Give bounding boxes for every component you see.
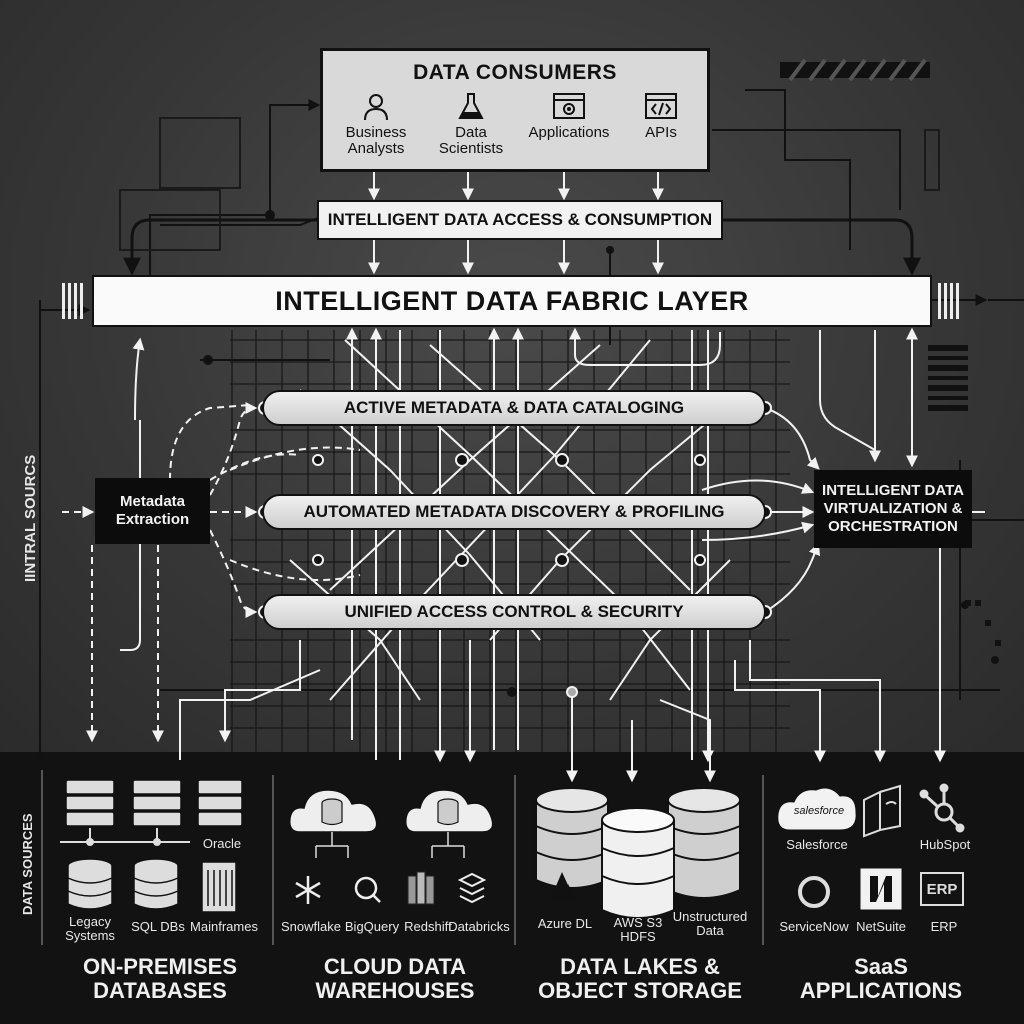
group-title-line2: DATABASES [93,978,227,1003]
consumer-to-access-lines [368,172,664,201]
access-to-fabric-lines [368,240,664,275]
group-title-line2: OBJECT STORAGE [538,978,742,1003]
source-label-mainframes: Mainframes [190,919,258,934]
source-label-legacy: Legacy Systems [65,914,115,943]
erp-logo: ERP [920,872,964,906]
service-access-control: UNIFIED ACCESS CONTROL & SECURITY [262,594,766,630]
consumer-business-analysts: Business Analysts [331,91,421,157]
source-label-oracle: Oracle [202,836,242,851]
source-dividers [41,770,764,945]
intelligent-data-access-layer: INTELLIGENT DATA ACCESS & CONSUMPTION [317,200,723,240]
source-label-servicenow: ServiceNow [779,919,849,934]
salesforce-logo-text: salesforce [793,805,845,817]
consumer-label: Data Scientists [438,124,504,157]
service-active-metadata: ACTIVE METADATA & DATA CATALOGING [262,390,766,426]
consumer-label: Business Analysts [345,124,407,157]
data-consumers-panel: DATA CONSUMERS Business Analysts Data Sc… [320,48,710,172]
data-virtualization-box: INTELLIGENT DATA VIRTUALIZATION & ORCHES… [814,470,972,548]
app-window-icon [553,93,585,119]
source-label-erp: ERP [930,919,958,934]
source-label-hubspot: HubSpot [919,837,971,852]
circuit-nodes [203,210,999,697]
side-label-upper: IINTRAL SOURCS [22,454,39,582]
group-title-line1: DATA LAKES & [560,954,720,979]
group-title-line2: APPLICATIONS [799,978,963,1003]
consumer-apis: APIs [616,91,706,141]
person-icon [364,94,388,121]
source-label-redshift: Redshift [404,919,452,934]
group-title-line1: CLOUD DATA [323,954,467,979]
hatched-bar-stripes [788,58,927,82]
group-title-line1: ON-PREMISES [82,954,238,979]
metadata-extraction-box: Metadata Extraction [95,478,210,544]
source-label-netsuite: NetSuite [856,919,906,934]
circuit-lines [39,89,1024,760]
source-label-unstructured: Unstructured Data [672,909,748,938]
consumer-applications: Applications [519,91,619,141]
consumer-label: APIs [645,124,677,141]
source-label-salesforce: Salesforce [786,837,848,852]
code-icon [645,93,677,119]
group-title-line1: SaaS [854,954,908,979]
source-label-databricks: Databricks [448,919,510,934]
source-label-bigquery: BigQuery [344,919,400,934]
barcode-panel [928,345,968,411]
metadata-dashed-lines [62,402,361,743]
source-label-snowflake: Snowflake [281,919,341,934]
service-metadata-discovery: AUTOMATED METADATA DISCOVERY & PROFILING [262,494,766,530]
side-dots [965,600,1001,646]
data-consumers-title: DATA CONSUMERS [413,61,617,84]
group-title-line2: WAREHOUSES [315,978,475,1003]
source-group-title-saas: SaaS APPLICATIONS [776,955,986,1003]
source-label-aws: AWS S3 HDFS [613,915,663,944]
consumer-data-scientists: Data Scientists [426,91,516,157]
consumer-label: Applications [528,124,610,141]
source-group-title-cloud: CLOUD DATA WAREHOUSES [290,955,500,1003]
source-group-title-onprem: ON-PREMISES DATABASES [62,955,258,1003]
fabric-end-stripes [62,283,959,319]
source-label-sql: SQL DBs [131,919,185,934]
source-group-title-lakes: DATA LAKES & OBJECT STORAGE [528,955,752,1003]
access-loop-lines [123,218,921,276]
fabric-junction-nodes [312,453,706,698]
source-label-azure: Azure DL [537,916,593,931]
side-label-data-sources: DATA SOURCES [20,813,35,915]
flask-icon [458,93,484,119]
intelligent-data-fabric-layer: INTELLIGENT DATA FABRIC LAYER [92,275,932,327]
